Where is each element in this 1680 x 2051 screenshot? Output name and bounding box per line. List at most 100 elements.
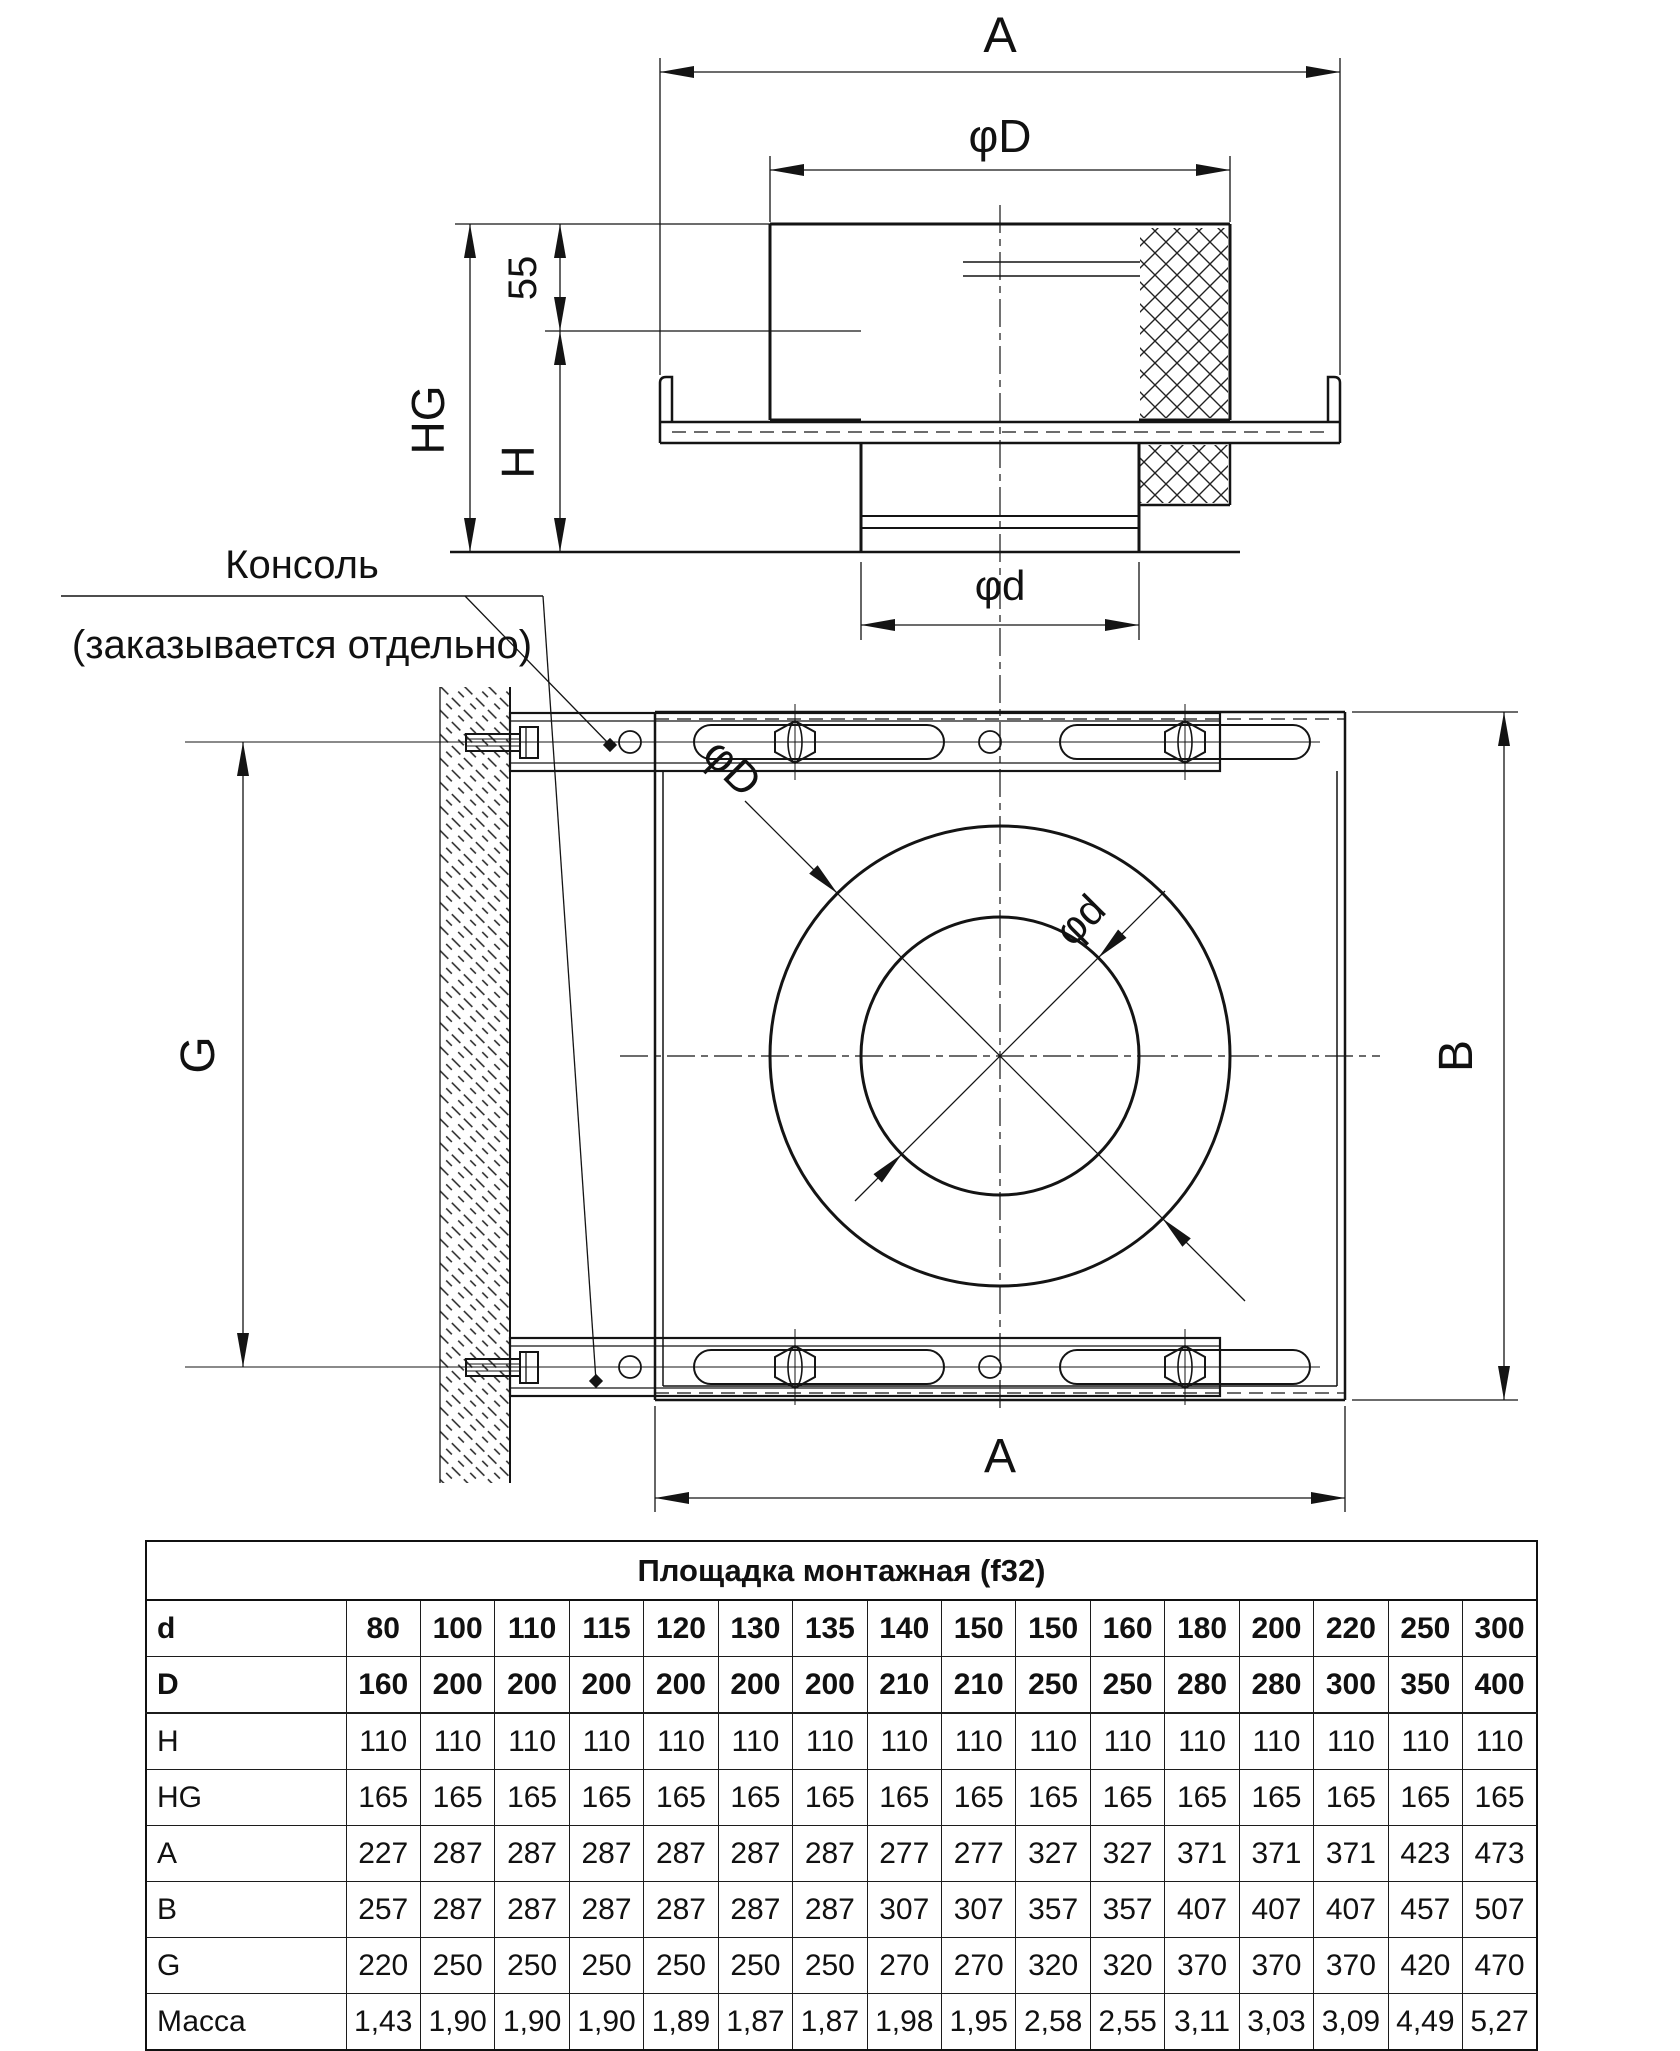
table-cell: 135 [792,1599,868,1657]
dim-label-a-plan: A [984,1430,1016,1483]
console-note-line2: (заказывается отдельно) [72,623,532,667]
plan-hex-bolts [774,704,1206,1405]
table-cell: 287 [568,1825,645,1882]
table-cell: 270 [940,1937,1017,1994]
table-cell: 165 [568,1769,645,1826]
table-cell: 1,89 [643,1993,719,2051]
table-cell: 280 [1238,1656,1315,1714]
plan-wall [439,687,511,1483]
dim-a-plan: A [654,1406,1346,1512]
table-row-label: HG [145,1769,347,1826]
table-cell: 1,90 [568,1993,645,2051]
table-cell: 150 [1015,1599,1091,1657]
table-cell: 250 [643,1937,719,1994]
table-title: Площадка монтажная (f32) [145,1540,1538,1601]
table-cell: 110 [494,1712,570,1770]
table-cell: 165 [866,1769,943,1826]
table-cell: 371 [1313,1825,1389,1882]
dim-label-b: B [1430,1040,1483,1072]
table-row-label: d [145,1599,347,1657]
table-cell: 287 [717,1825,794,1882]
dim-phid-outer-section: φD [769,110,1231,222]
table-cell: 165 [1015,1769,1091,1826]
table-row-label: G [145,1937,347,1994]
table-cell: 287 [643,1825,719,1882]
table-cell: 180 [1164,1599,1240,1657]
table-cell: 110 [568,1712,645,1770]
table-cell: 287 [792,1825,868,1882]
table-cell: 371 [1238,1825,1315,1882]
table-cell: 200 [792,1656,868,1714]
dim-b-plan: B [1352,711,1518,1401]
table-cell: 5,27 [1462,1993,1538,2051]
table-cell: 287 [717,1881,794,1938]
table-cell: 420 [1387,1937,1464,1994]
table-cell: 250 [1015,1656,1091,1714]
section-liner-lip [963,261,1140,277]
console-note: Консоль (заказывается отдельно) [61,543,618,1389]
table-cell: 1,98 [866,1993,943,2051]
table-cell: 165 [1387,1769,1464,1826]
table-cell: 165 [1089,1769,1166,1826]
table-cell: 250 [792,1937,868,1994]
dim-h-section: H [492,331,566,552]
section-insulation [1139,228,1232,507]
table-row-label: B [145,1881,347,1938]
table-cell: 110 [1015,1712,1091,1770]
table-row-label: Масса [145,1993,347,2051]
table-cell: 287 [568,1881,645,1938]
table-cell: 400 [1462,1656,1538,1714]
dim-label-g: G [172,1036,225,1073]
table-cell: 130 [717,1599,794,1657]
table-cell: 110 [940,1712,1017,1770]
table-cell: 110 [1462,1712,1538,1770]
table-cell: 371 [1164,1825,1240,1882]
table-cell: 277 [866,1825,943,1882]
table-cell: 165 [1238,1769,1315,1826]
table-cell: 1,87 [792,1993,868,2051]
table-cell: 200 [419,1656,496,1714]
table-cell: 257 [345,1881,421,1938]
table-cell: 110 [792,1712,868,1770]
table-cell: 320 [1015,1937,1091,1994]
table-cell: 110 [1089,1712,1166,1770]
table-cell: 165 [419,1769,496,1826]
table-cell: 277 [940,1825,1017,1882]
section-view: A φD 55 H HG [402,7,1342,640]
table-cell: 423 [1387,1825,1464,1882]
table-row-label: A [145,1825,347,1882]
table-cell: 200 [494,1656,570,1714]
table-cell: 110 [866,1712,943,1770]
table-cell: 1,90 [419,1993,496,2051]
table-cell: 287 [494,1881,570,1938]
table-cell: 287 [419,1881,496,1938]
table-cell: 507 [1462,1881,1538,1938]
table-cell: 165 [494,1769,570,1826]
table-cell: 210 [940,1656,1017,1714]
table-cell: 80 [345,1599,421,1657]
table-cell: 200 [1238,1599,1315,1657]
table-cell: 165 [940,1769,1017,1826]
table-cell: 165 [1462,1769,1538,1826]
console-leader-top [464,595,611,746]
table-cell: 210 [866,1656,943,1714]
dim-label-phid-outer-section: φD [968,110,1031,162]
table-cell: 250 [419,1937,496,1994]
table-cell: 165 [643,1769,719,1826]
table-cell: 473 [1462,1825,1538,1882]
table-cell: 470 [1462,1937,1538,1994]
table-cell: 2,58 [1015,1993,1091,2051]
table-cell: 287 [419,1825,496,1882]
table-cell: 150 [940,1599,1017,1657]
table-cell: 3,03 [1238,1993,1315,2051]
table-row-label: H [145,1712,347,1770]
table-cell: 165 [792,1769,868,1826]
table-cell: 250 [568,1937,645,1994]
table-cell: 110 [419,1712,496,1770]
table-cell: 200 [568,1656,645,1714]
table-cell: 200 [717,1656,794,1714]
